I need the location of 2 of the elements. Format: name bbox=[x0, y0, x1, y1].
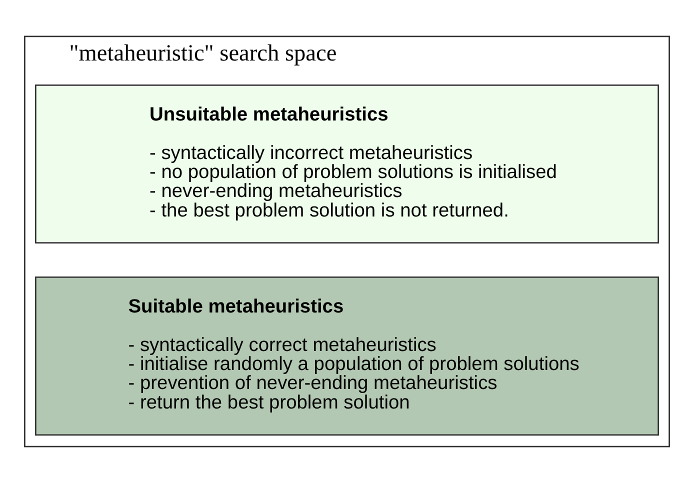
node-box: Suitable metaheuristics - syntactically correct metaheuristics - initialise randomly a population of problem solutions - prevention of never-ending metaheuristics - return the best problem solution bbox=[34, 276, 660, 436]
node-box: Unsuitable metaheuristics - syntactically incorrect metaheuristics - no population of problem solutions is initialised - never-ending metaheuristics - the best problem solution is not returned. bbox=[34, 84, 660, 244]
